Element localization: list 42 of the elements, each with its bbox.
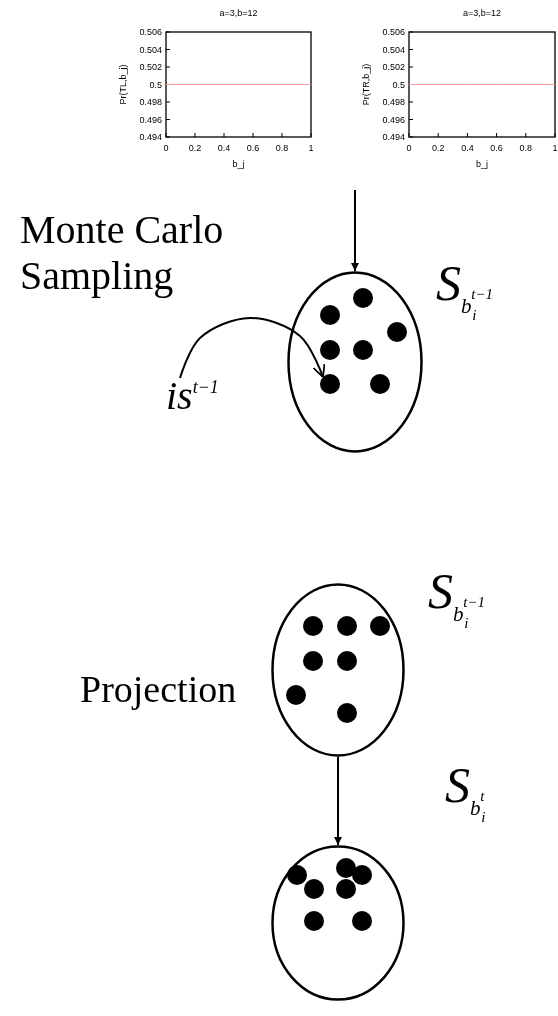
y-tick-label: 0.504 — [139, 44, 162, 55]
x-axis-label: b_j — [476, 159, 488, 169]
x-tick-label: 0.2 — [431, 143, 445, 153]
arrow — [351, 189, 359, 272]
y-tick-label: 0.496 — [139, 114, 162, 125]
x-axis-label: b_j — [232, 159, 245, 169]
arrow — [179, 317, 326, 379]
y-tick-label: 0.506 — [382, 27, 405, 37]
ellipse-drawing — [271, 845, 405, 1001]
x-tick-label: 1 — [552, 143, 558, 153]
text-label: Monte Carlo Sampling — [20, 207, 225, 299]
ellipse-drawing — [271, 583, 405, 757]
y-tick-label: 0.502 — [382, 62, 405, 72]
y-tick-label: 0.494 — [382, 132, 405, 142]
y-tick-label: 0.502 — [139, 62, 162, 72]
math-label: is$^{t−1}$ — [166, 376, 246, 422]
x-tick-label: 0.8 — [275, 143, 289, 153]
y-tick-label: 0.494 — [139, 132, 162, 142]
sample-dot — [320, 374, 340, 394]
x-tick-label: 0.6 — [246, 143, 260, 153]
y-tick-label: 0.5 — [149, 79, 162, 90]
x-tick-label: 0.4 — [217, 143, 231, 153]
x-tick-label: 0 — [406, 143, 412, 153]
y-axis-label: Pr(TL,b_j) — [118, 64, 128, 105]
y-tick-label: 0.498 — [382, 97, 405, 107]
y-tick-label: 0.504 — [382, 44, 405, 55]
x-tick-label: 0.4 — [461, 143, 474, 153]
y-tick-label: 0.506 — [139, 27, 162, 37]
x-tick-label: 1 — [308, 143, 314, 153]
x-tick-label: 0.6 — [490, 143, 503, 153]
y-tick-label: 0.496 — [382, 114, 405, 125]
y-tick-label: 0.498 — [139, 97, 162, 107]
x-tick-label: 0 — [163, 143, 169, 153]
chart-title: a=3,b=12 — [219, 8, 258, 18]
x-tick-label: 0.2 — [188, 143, 202, 153]
y-tick-label: 0.5 — [392, 79, 405, 90]
y-axis-label: Pr(TR,b_j) — [361, 63, 371, 106]
chart-title: a=3,b=12 — [463, 8, 501, 18]
x-tick-label: 0.8 — [519, 143, 533, 153]
ellipse-drawing — [287, 271, 423, 453]
arrow — [334, 756, 342, 846]
text-label: Projection — [80, 668, 238, 712]
